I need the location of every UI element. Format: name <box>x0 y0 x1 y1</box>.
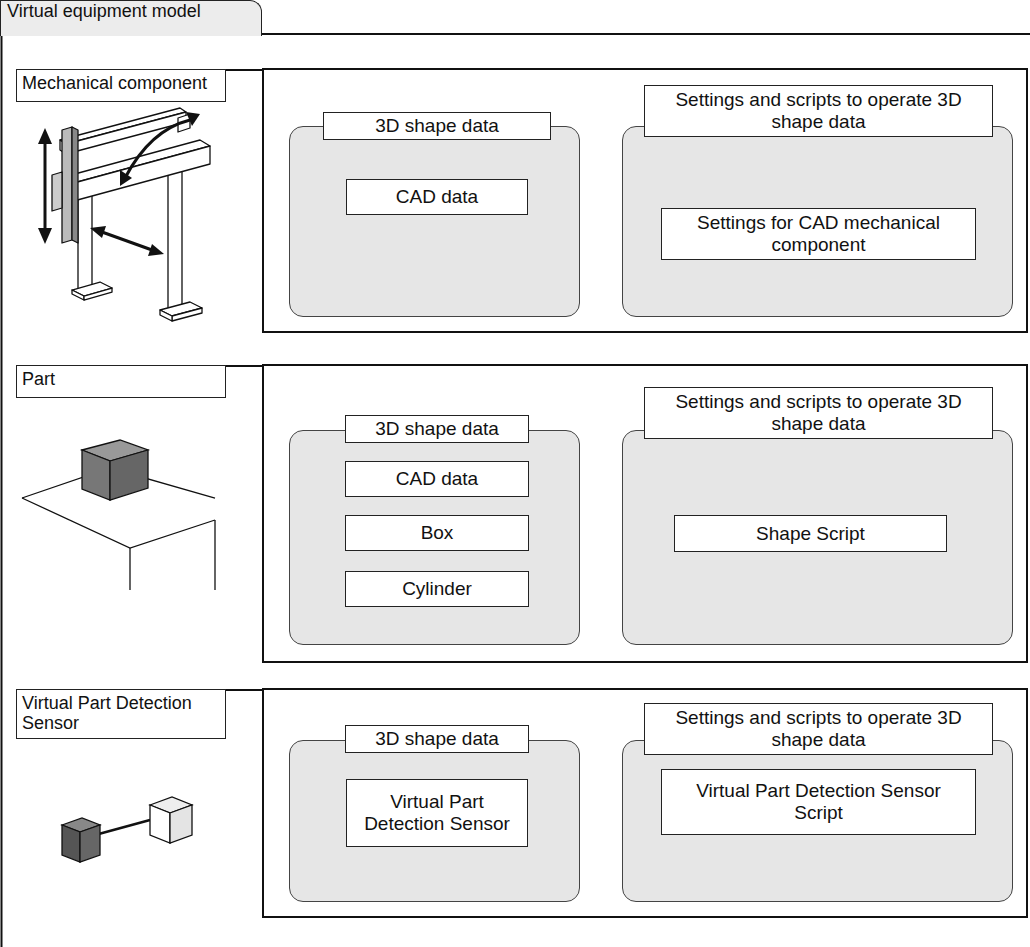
panel-heading: Settings and scripts to operate 3D shape… <box>644 703 993 755</box>
section-name: Mechanical component <box>22 73 207 93</box>
item-box: Virtual Part Detection Sensor <box>346 779 528 847</box>
item-text: Box <box>421 522 454 544</box>
group-panel: Settings and scripts to operate 3D shape… <box>622 126 1013 317</box>
item-box: Virtual Part Detection Sensor Script <box>661 769 976 835</box>
item-text: Cylinder <box>402 578 472 600</box>
panel-heading: 3D shape data <box>345 725 529 753</box>
item-box: Settings for CAD mechanical component <box>661 208 976 260</box>
item-text: Shape Script <box>756 523 865 545</box>
panel-heading: Settings and scripts to operate 3D shape… <box>644 387 993 439</box>
group-panel: 3D shape dataCAD dataBoxCylinder <box>289 430 580 645</box>
panel-heading: 3D shape data <box>323 112 551 140</box>
item-text: Settings for CAD mechanical component <box>670 212 967 256</box>
item-text: CAD data <box>396 468 478 490</box>
section-label: Virtual Part Detection Sensor <box>16 689 226 739</box>
group-panel: Settings and scripts to operate 3D shape… <box>622 430 1013 645</box>
section-name: Part <box>22 369 55 389</box>
item-box: Shape Script <box>674 515 947 552</box>
item-box: CAD data <box>346 179 528 215</box>
item-text: Virtual Part Detection Sensor <box>355 791 519 835</box>
section-name: Virtual Part Detection Sensor <box>22 693 220 733</box>
item-text: Virtual Part Detection Sensor Script <box>670 780 967 824</box>
panel-heading: 3D shape data <box>345 415 529 443</box>
section-label: Mechanical component <box>16 69 226 102</box>
group-panel: Settings and scripts to operate 3D shape… <box>622 740 1013 902</box>
panel-heading: Settings and scripts to operate 3D shape… <box>644 85 993 137</box>
item-box: Box <box>345 515 529 551</box>
part-illustration <box>22 440 215 590</box>
frame-lines <box>2 34 1030 947</box>
gantry-illustration <box>52 108 210 321</box>
item-box: Cylinder <box>345 571 529 607</box>
motion-arrows <box>38 112 200 256</box>
section-label: Part <box>16 365 226 398</box>
group-panel: 3D shape dataVirtual Part Detection Sens… <box>289 740 580 902</box>
group-panel: 3D shape dataCAD data <box>289 126 580 317</box>
item-box: CAD data <box>345 461 529 497</box>
item-text: CAD data <box>396 186 478 208</box>
model-tab: Virtual equipment model <box>0 0 262 36</box>
sensor-illustration <box>62 797 192 862</box>
